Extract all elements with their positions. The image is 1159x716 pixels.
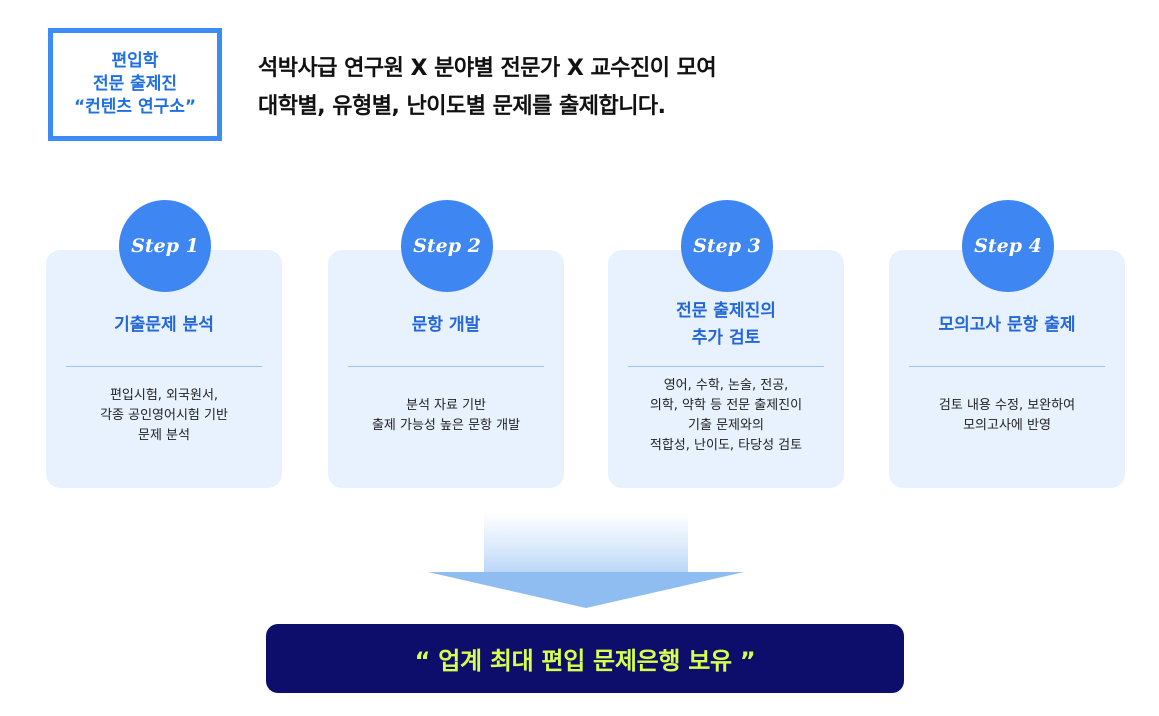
step-2-badge: Step 2 <box>401 200 493 292</box>
headline-line1: 석박사급 연구원 X 분야별 전문가 X 교수진이 모여 <box>258 56 717 81</box>
step-3-badge: Step 3 <box>681 200 773 292</box>
headline-line2: 대학별, 유형별, 난이도별 문제를 출제합니다. <box>258 94 666 119</box>
step-1-description: 편입시험, 외국원서, 각종 공인영어시험 기반 문제 분석 <box>100 388 228 443</box>
down-arrow-icon <box>428 572 744 608</box>
step-2-title: 문항 개발 <box>411 315 481 335</box>
step-3-title: 전문 출제진의 추가 검토 <box>676 301 776 348</box>
step-4-description: 검토 내용 수정, 보완하여 모의고사에 반영 <box>938 398 1076 433</box>
question-bank-banner: “ 업계 최대 편입 문제은행 보유 ” <box>266 624 904 693</box>
step-3-divider <box>628 366 824 367</box>
step-1-divider <box>66 366 262 367</box>
lab-label-box: 편입학 전문 출제진 “컨텐츠 연구소” <box>48 28 222 141</box>
step-4-title: 모의고사 문항 출제 <box>938 315 1076 335</box>
step-1-badge: Step 1 <box>119 200 211 292</box>
step-2-divider <box>348 366 544 367</box>
lab-label-line2: 전문 출제진 <box>92 74 178 94</box>
lab-label-line1: 편입학 <box>111 51 159 71</box>
step-3-description: 영어, 수학, 논술, 전공, 의학, 약학 등 전문 출제진이 기출 문제와의… <box>649 378 803 453</box>
step-4-divider <box>909 366 1105 367</box>
step-1-title: 기출문제 분석 <box>114 315 214 335</box>
banner-text: “ 업계 최대 편입 문제은행 보유 ” <box>414 647 756 675</box>
down-arrow-shaft <box>484 513 688 573</box>
headline: 석박사급 연구원 X 분야별 전문가 X 교수진이 모여 대학별, 유형별, 난… <box>258 50 717 126</box>
step-4-badge: Step 4 <box>962 200 1054 292</box>
lab-label-line3: “컨텐츠 연구소” <box>73 97 197 117</box>
step-2-description: 분석 자료 기반 출제 가능성 높은 문항 개발 <box>371 398 521 433</box>
